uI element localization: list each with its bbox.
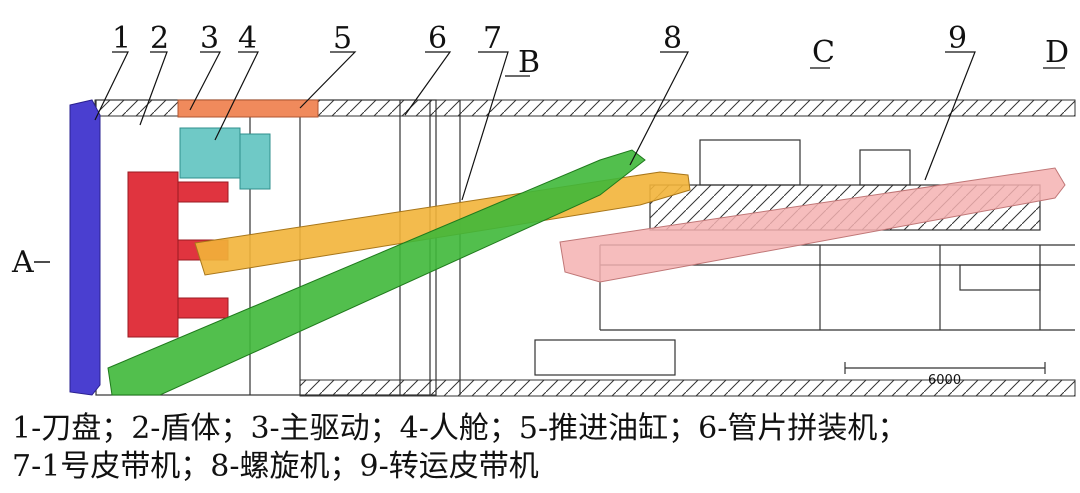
man-lock bbox=[179, 127, 271, 190]
callout-6: 6 bbox=[428, 21, 447, 56]
callout-leaders bbox=[94, 51, 1065, 201]
callout-9: 9 bbox=[948, 21, 967, 56]
callout-5: 5 bbox=[333, 21, 352, 56]
callout-3: 3 bbox=[200, 21, 219, 56]
caption-line-1: 1-刀盘；2-盾体；3-主驱动；4-人舱；5-推进油缸；6-管片拼装机； bbox=[12, 411, 908, 446]
caption-line-2: 7-1号皮带机；8-螺旋机；9-转运皮带机 bbox=[12, 449, 539, 484]
callout-1: 1 bbox=[112, 21, 131, 56]
tbm-diagram: 1 2 3 4 5 6 7 8 9 A B C D 6000 bbox=[11, 21, 1076, 397]
callout-2: 2 bbox=[150, 21, 169, 56]
callout-7: 7 bbox=[483, 21, 502, 56]
section-mark-a: A bbox=[11, 245, 34, 280]
callout-8: 8 bbox=[663, 21, 682, 56]
main-drive bbox=[177, 99, 319, 118]
transfer-belt bbox=[559, 167, 1066, 283]
screw-conveyor bbox=[107, 149, 646, 396]
figure-caption: 1-刀盘；2-盾体；3-主驱动；4-人舱；5-推进油缸；6-管片拼装机； 7-1… bbox=[12, 410, 1072, 486]
callout-4: 4 bbox=[238, 21, 257, 56]
section-mark-b: B bbox=[518, 45, 540, 80]
dimension-label: 6000 bbox=[928, 373, 961, 388]
section-mark-d: D bbox=[1045, 35, 1069, 70]
section-mark-c: C bbox=[812, 35, 835, 70]
cutterhead bbox=[69, 99, 101, 396]
